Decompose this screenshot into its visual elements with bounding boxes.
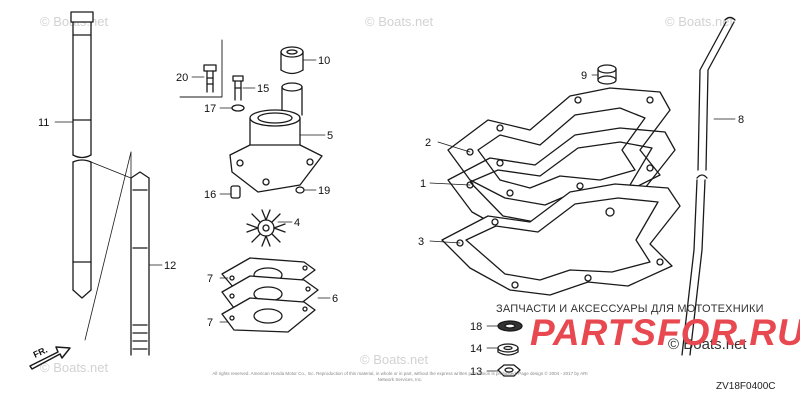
part-11-shaft-tube bbox=[70, 11, 94, 299]
watermark: © Boats.net bbox=[40, 360, 109, 375]
part-12-drive-shaft bbox=[84, 151, 150, 356]
part-8-tube bbox=[681, 16, 736, 356]
part-17-washer bbox=[231, 104, 245, 112]
callout-8: 8 bbox=[738, 114, 744, 126]
watermark: © Boats.net bbox=[360, 352, 429, 367]
diagram-code: ZV18F0400C bbox=[716, 381, 776, 392]
callout-15: 15 bbox=[257, 83, 269, 95]
watermark: © Boats.net bbox=[665, 14, 734, 29]
callout-3: 3 bbox=[418, 236, 424, 248]
part-13-nut bbox=[497, 364, 521, 377]
copyright-notice: All rights reserved. American Honda Moto… bbox=[212, 371, 588, 382]
part-14-washer bbox=[497, 343, 519, 356]
part-3-plate bbox=[441, 183, 681, 296]
brand-tagline: ЗАПЧАСТИ И АКСЕССУАРЫ ДЛЯ МОТОТЕХНИКИ bbox=[496, 303, 764, 315]
callout-6: 6 bbox=[332, 293, 338, 305]
part-16-pin bbox=[230, 185, 241, 199]
part-15-bolt bbox=[232, 75, 244, 101]
callout-14: 14 bbox=[470, 343, 482, 355]
callout-18: 18 bbox=[470, 321, 482, 333]
callout-11: 11 bbox=[38, 117, 49, 129]
part-10-grommet bbox=[280, 46, 304, 75]
callout-4: 4 bbox=[294, 217, 300, 229]
callout-16: 16 bbox=[204, 189, 216, 201]
part-19-o-ring bbox=[295, 186, 305, 194]
callout-5: 5 bbox=[327, 130, 333, 142]
watermark: © Boats.net bbox=[668, 336, 747, 353]
callout-10: 10 bbox=[318, 55, 330, 67]
watermark: © Boats.net bbox=[365, 14, 434, 29]
direction-arrow bbox=[29, 346, 71, 370]
callout-9: 9 bbox=[581, 70, 587, 82]
part-18-seal bbox=[497, 320, 523, 332]
callout-13: 13 bbox=[470, 366, 482, 378]
callout-19: 19 bbox=[318, 185, 330, 197]
callout-12: 12 bbox=[164, 260, 176, 272]
callout-20: 20 bbox=[176, 72, 188, 84]
callout-7-upper: 7 bbox=[207, 273, 213, 285]
callout-2: 2 bbox=[425, 137, 431, 149]
brand-logo: PARTSFOR.RU bbox=[530, 312, 800, 353]
part-9-plug bbox=[597, 64, 617, 85]
part-5-pump-housing bbox=[229, 82, 323, 193]
part-7-gasket-lower bbox=[221, 297, 316, 333]
callout-17: 17 bbox=[204, 103, 216, 115]
callout-7-lower: 7 bbox=[207, 317, 213, 329]
part-4-impeller bbox=[246, 209, 286, 247]
part-20-bolt bbox=[203, 64, 217, 93]
callout-1: 1 bbox=[420, 178, 426, 190]
